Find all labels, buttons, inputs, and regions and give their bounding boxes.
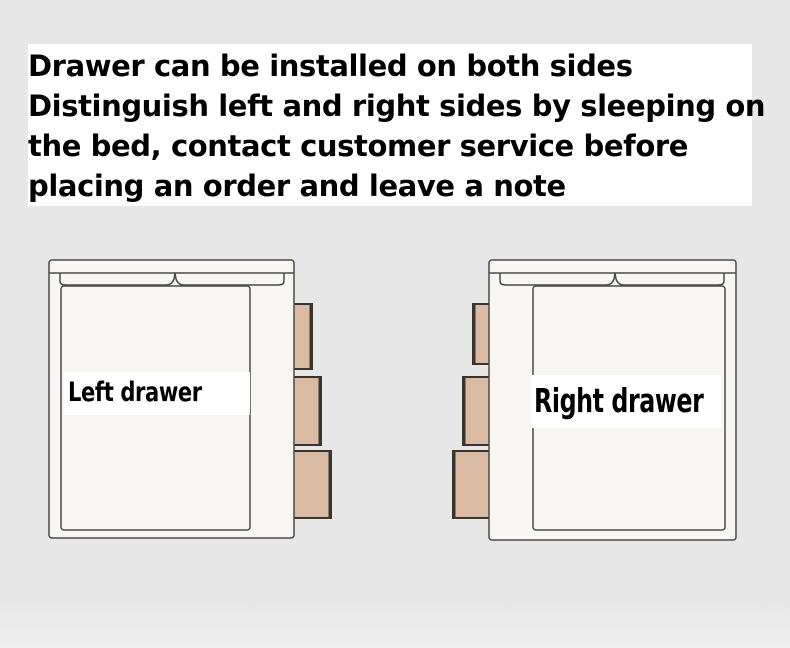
right-bed-drawers <box>452 303 493 519</box>
instruction-line-4: placing an order and leave a note <box>28 169 566 203</box>
right-bed-pillows <box>499 272 725 286</box>
left-bed-drawer-3 <box>292 450 332 519</box>
right-bed-drawer-2 <box>462 376 493 446</box>
left-drawer-label: Left drawer <box>64 372 250 415</box>
instruction-banner: Drawer can be installed on both sides Di… <box>28 44 766 206</box>
right-drawer-label: Right drawer <box>531 375 721 428</box>
left-drawer-label-text: Left drawer <box>68 377 202 408</box>
left-bed-drawer-2 <box>292 376 322 446</box>
left-bed-pillows <box>59 272 285 286</box>
instruction-line-1: Drawer can be installed on both sides <box>28 49 633 83</box>
right-bed-drawer-3 <box>452 450 493 519</box>
instruction-line-2: Distinguish left and right sides by slee… <box>28 89 766 123</box>
left-bed-drawer-1 <box>292 303 313 370</box>
right-drawer-label-text: Right drawer <box>534 381 704 420</box>
floor-band <box>0 600 790 648</box>
left-bed-drawers <box>292 303 332 519</box>
instruction-line-3: the bed, contact customer service before <box>28 129 689 163</box>
